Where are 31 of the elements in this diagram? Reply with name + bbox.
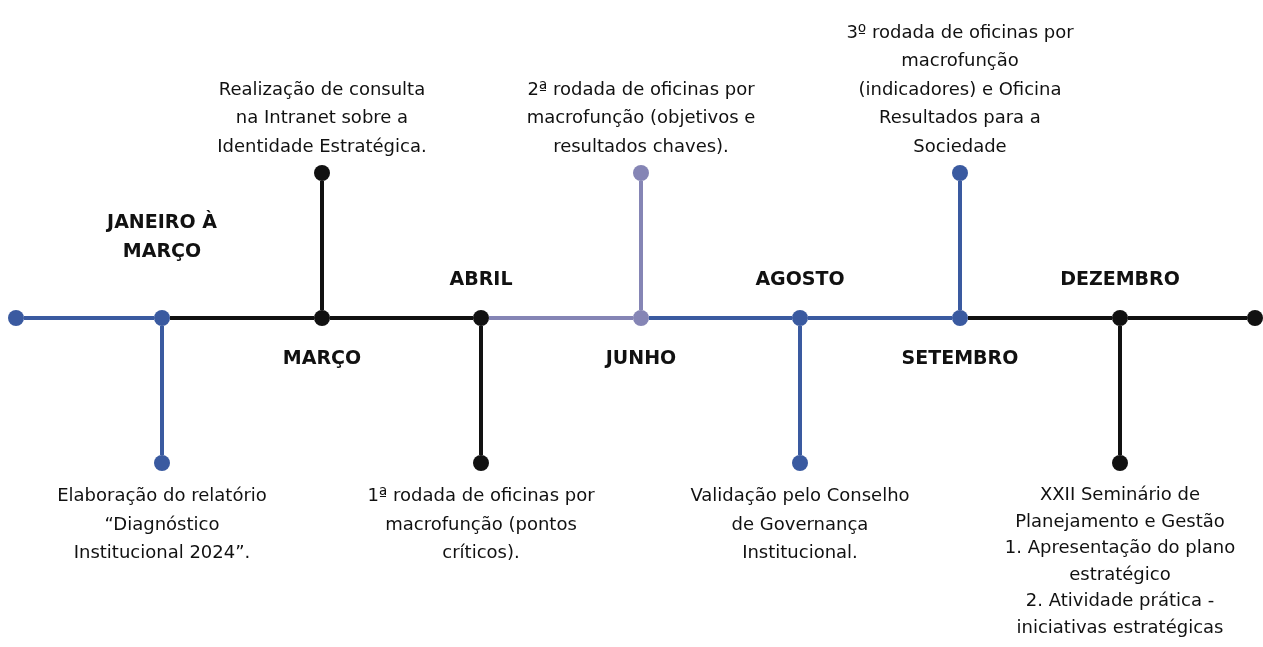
event-description: 3º rodada de oficinas por macrofunção (indicadores) e Oficina Resultados para a Sociedade <box>845 19 1075 158</box>
event-description: 2. Atividade prática - iniciativas estratégicas <box>1015 588 1225 639</box>
event-description: XXII Seminário de Planejamento e Gestão <box>1014 482 1226 533</box>
timeline-line <box>798 326 802 455</box>
month-label: AGOSTO <box>754 266 846 291</box>
timeline-line <box>1128 316 1247 320</box>
month-label: MARÇO <box>281 345 363 370</box>
timeline-line <box>1118 326 1122 455</box>
timeline-line <box>160 326 164 455</box>
event-description: 1ª rodada de oficinas por macrofunção (pontos críticos). <box>366 483 596 564</box>
month-label: JANEIRO À MARÇO <box>105 209 218 263</box>
event-description: 2ª rodada de oficinas por macrofunção (objetivos e resultados chaves). <box>526 76 756 158</box>
timeline-line <box>489 316 633 320</box>
event-description: 1. Apresentação do plano estratégico <box>1003 535 1237 586</box>
month-label: SETEMBRO <box>900 345 1020 370</box>
timeline-line <box>24 316 154 320</box>
month-label: ABRIL <box>448 266 514 291</box>
timeline-line <box>320 181 324 310</box>
timeline-line <box>649 316 792 320</box>
event-description: Elaboração do relatório “Diagnóstico Institucional 2024”. <box>56 483 268 564</box>
event-description: Validação pelo Conselho de Governança Institucional. <box>689 483 911 564</box>
timeline-line <box>170 316 314 320</box>
timeline-line <box>968 316 1112 320</box>
month-label: JUNHO <box>603 345 678 370</box>
timeline-line <box>639 181 643 310</box>
timeline-line <box>479 326 483 455</box>
event-description: Realização de consulta na Intranet sobre a Identidade Estratégica. <box>216 76 428 158</box>
month-label: DEZEMBRO <box>1059 266 1181 291</box>
timeline-line <box>330 316 473 320</box>
timeline-line <box>958 181 962 310</box>
timeline-line <box>808 316 952 320</box>
